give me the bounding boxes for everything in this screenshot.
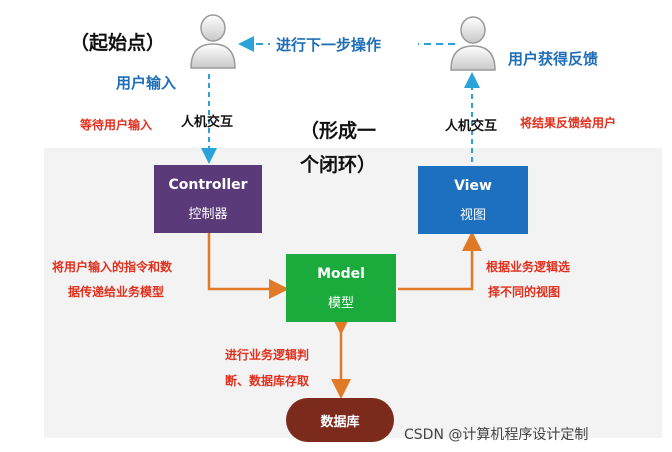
user-input-label: 用户输入 — [116, 74, 177, 92]
next-step-label: 进行下一步操作 — [276, 36, 382, 54]
return-result-label: 将结果反馈给用户 — [520, 116, 617, 130]
watermark: CSDN @计算机程序设计定制 — [404, 427, 589, 443]
user-icon-right — [450, 16, 496, 71]
database-box: 数据库 — [286, 398, 394, 442]
loop-label-line2: 个闭环） — [300, 154, 377, 176]
view-subtitle: 视图 — [459, 207, 486, 223]
model-title: Model — [317, 265, 365, 282]
loop-label-line1: （形成一 — [300, 120, 377, 142]
view-box: View 视图 — [418, 166, 528, 234]
hci-right-label: 人机交互 — [445, 119, 498, 134]
user-icon-left — [190, 14, 236, 69]
hci-left-label: 人机交互 — [181, 115, 234, 130]
controller-box: Controller 控制器 — [154, 165, 262, 233]
user-feedback-label: 用户获得反馈 — [508, 50, 599, 68]
controller-subtitle: 控制器 — [188, 206, 228, 222]
model-db-line1: 进行业务逻辑判 — [225, 348, 310, 362]
controller-model-arrow — [207, 232, 289, 299]
ctrl-to-model-line2: 据传递给业务模型 — [68, 285, 165, 299]
next-step-bg — [270, 36, 418, 58]
model-db-line2: 断、数据库存取 — [225, 374, 310, 388]
view-title: View — [454, 177, 492, 194]
model-to-view-line2: 择不同的视图 — [488, 285, 561, 299]
model-to-view-line1: 根据业务逻辑选 — [486, 260, 571, 274]
start-label: （起始点） — [70, 32, 166, 54]
controller-title: Controller — [168, 176, 248, 193]
wait-input-label: 等待用户输入 — [80, 118, 153, 132]
ctrl-to-model-line1: 将用户输入的指令和数 — [52, 260, 173, 274]
database-label: 数据库 — [320, 414, 360, 430]
model-subtitle: 模型 — [327, 295, 354, 311]
model-view-arrow — [398, 231, 482, 291]
model-box: Model 模型 — [286, 254, 396, 322]
